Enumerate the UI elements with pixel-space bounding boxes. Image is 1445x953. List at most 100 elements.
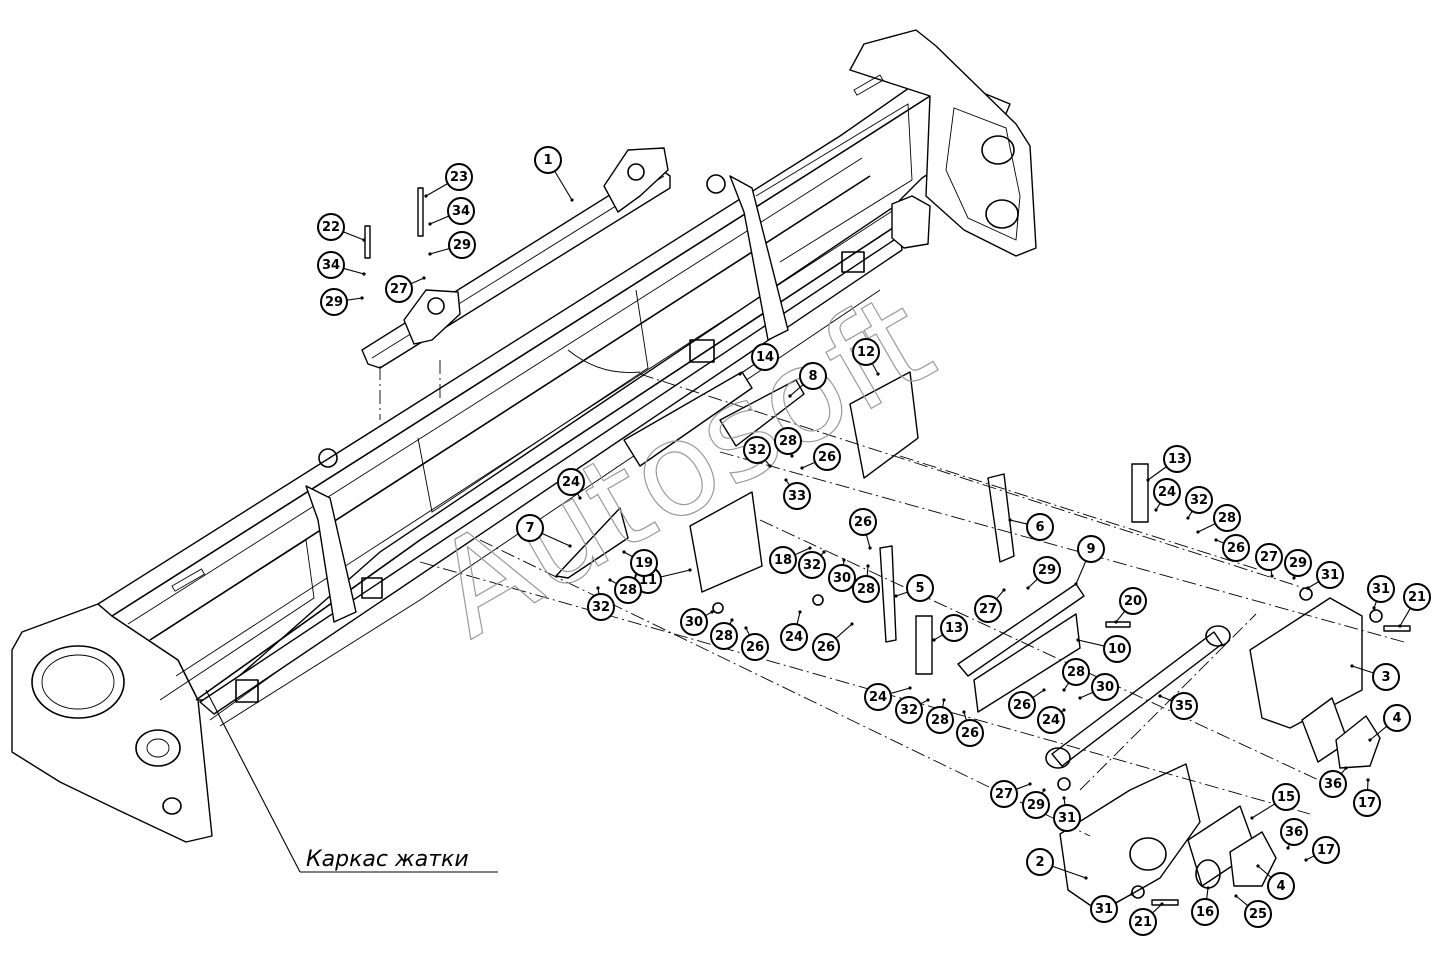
callout-24: 24 [1038,707,1066,733]
callout-number: 7 [525,521,534,536]
callout-number: 30 [685,615,703,630]
part-13-strip-lower [916,616,932,674]
callout-24: 24 [1154,479,1180,512]
part-2-gearbox [1060,764,1200,912]
callout-29: 29 [1026,557,1060,590]
callout-leader-end [428,252,431,255]
callout-leader-end [596,586,599,589]
callout-number: 28 [1218,511,1236,526]
callout-leader-end [1084,876,1087,879]
callout-leader-end [1002,588,1005,591]
callout-9: 9 [1074,536,1104,586]
callout-number: 26 [746,640,764,655]
callout-36: 36 [1320,766,1348,797]
bolt-20 [1106,622,1130,627]
callout-22: 22 [318,214,366,242]
callout-leader [1016,784,1030,789]
callout-26: 26 [1214,535,1249,561]
callout-20: 20 [1114,588,1146,624]
callout-number: 28 [779,434,797,449]
callout-leader [1160,696,1172,701]
callout-leader-end [1154,508,1157,511]
callout-leader-end [1078,696,1081,699]
callout-leader-end [738,372,741,375]
lifting-eye-right [707,175,725,193]
callout-number: 21 [1408,590,1426,605]
callout-number: 15 [1277,790,1295,805]
part-4-mount-upper [1336,716,1380,768]
callout-number: 16 [1196,905,1214,920]
callout-number: 27 [995,787,1013,802]
callout-number: 26 [961,726,979,741]
callout-leader-end [1146,478,1149,481]
callout-32: 32 [896,697,930,723]
callout-leader [1400,608,1410,626]
callout-leader-end [1286,846,1289,849]
callout-leader [866,535,870,548]
callout-leader-end [730,618,733,621]
callout-number: 14 [756,350,774,365]
callout-leader-end [1206,886,1209,889]
callout-28: 28 [927,698,953,733]
callout-number: 29 [1027,798,1045,813]
callout-number: 29 [1038,563,1056,578]
callout-number: 26 [818,450,836,465]
callout-number: 29 [325,295,343,310]
callout-number: 32 [1190,493,1208,508]
callout-leader-end [422,276,425,279]
callout-leader-end [570,198,573,201]
callout-leader-end [1368,738,1371,741]
callout-5: 5 [894,575,933,601]
callout-leader-end [568,544,571,547]
callout-leader [344,268,364,274]
callout-leader-end [1214,538,1217,541]
callout-leader-end [784,478,787,481]
callout-leader-end [1398,624,1401,627]
callout-leader-end [1158,694,1161,697]
callout-leader [836,624,852,638]
callout-number: 27 [979,602,997,617]
callout-leader [1033,690,1044,698]
caption-leader [206,690,300,872]
callout-35: 35 [1158,693,1197,719]
callout-leader-end [908,686,911,689]
callout-number: 30 [833,571,851,586]
callout-leader-end [868,546,871,549]
callout-29: 29 [428,232,475,258]
callout-leader-end [1306,586,1309,589]
centerline-4 [720,452,1404,642]
part-35-driveshaft [1052,632,1222,766]
callout-leader-end [962,710,965,713]
callout-number: 28 [619,583,637,598]
callout-number: 28 [1067,665,1085,680]
callout-28: 28 [1062,659,1089,692]
callout-leader-end [842,558,845,561]
caption-text: Каркас жатки [306,847,469,872]
callout-leader-end [1026,586,1029,589]
callout-number: 24 [1042,713,1060,728]
callout-25: 25 [1234,894,1271,927]
callout-number: 28 [931,713,949,728]
callout-leader-end [1304,858,1307,861]
callout-leader-end [788,394,791,397]
callout-leader-end [1372,606,1375,609]
callout-number: 27 [390,282,408,297]
callout-leader-end [1234,894,1237,897]
callout-number: 20 [1124,594,1142,609]
callout-number: 31 [1095,902,1113,917]
callout-leader [1116,611,1125,622]
callout-leader-end [1344,766,1347,769]
callout-number: 19 [635,556,653,571]
callout-leader-end [578,496,581,499]
callout-leader-end [1250,816,1253,819]
bolt-23 [418,188,423,236]
callout-number: 36 [1324,777,1342,792]
callout-13: 13 [1146,446,1190,482]
callout-leader-end [1160,902,1163,905]
callout-leader [347,298,362,300]
callout-leader [343,232,364,240]
callout-leader-end [1076,638,1079,641]
callout-number: 31 [1321,568,1339,583]
callout-leader-end [800,466,803,469]
